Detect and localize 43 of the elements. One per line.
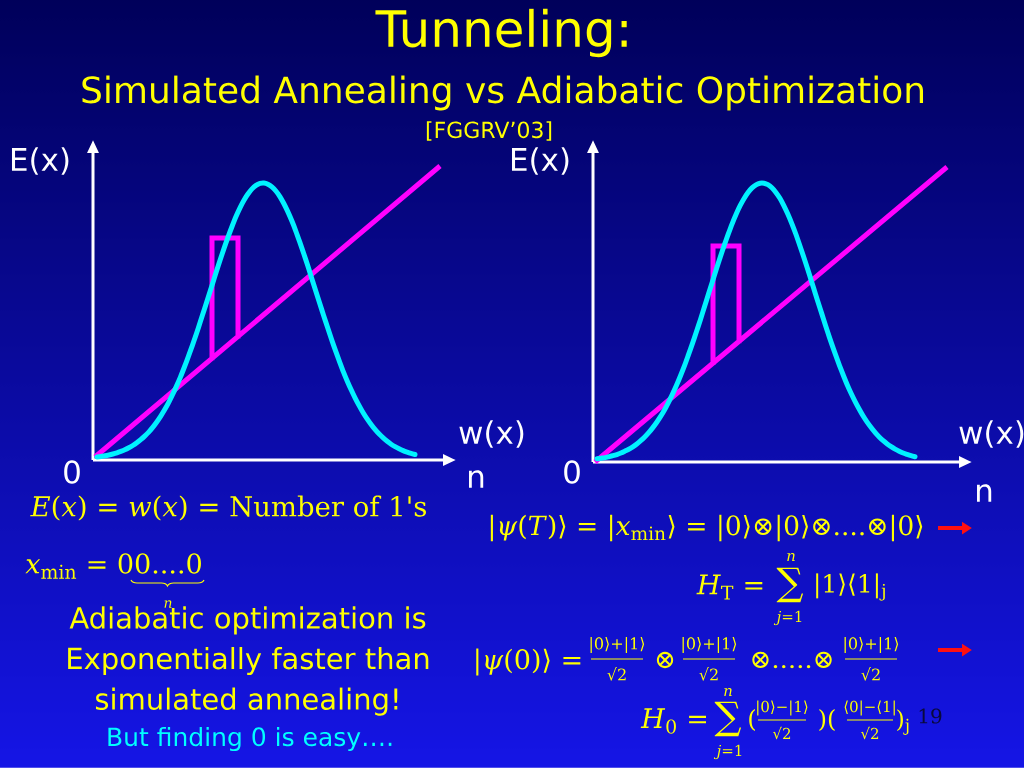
brace-label: n <box>164 600 172 608</box>
equation: H$_{0}$ = <box>640 708 706 734</box>
fraction-denominator: √2 <box>699 667 718 681</box>
fraction-denominator: √2 <box>607 667 626 681</box>
axis-label: n <box>977 484 992 502</box>
citation: [FGGRV’03] <box>426 121 552 141</box>
axis-label: E(x) <box>512 147 569 175</box>
fraction-numerator: |0⟩+|1⟩ <box>590 637 645 653</box>
fraction-numerator: |0⟩+|1⟩ <box>682 637 737 653</box>
equation: |1⟩⟨1|$_{j}$ <box>816 573 885 601</box>
equation: H$_{T}$ = <box>696 574 763 600</box>
operator-sign: ⊗ <box>656 651 674 669</box>
subtitle: Simulated Annealing vs Adiabatic Optimization <box>82 75 923 111</box>
fraction-denominator: √2 <box>772 726 791 740</box>
equation: |ψ(0)⟩ = <box>476 648 581 676</box>
title: Tunneling: <box>375 8 627 58</box>
fraction-denominator: √2 <box>861 667 880 681</box>
equation: x$_{min}$ = 00....0 <box>25 553 201 579</box>
note: But finding 0 is easy…. <box>108 726 392 752</box>
parenthesis: )( <box>819 709 835 731</box>
summation-limit: j=1 <box>713 744 742 760</box>
axis-label: E(x) <box>12 147 69 175</box>
origin-label: 0 <box>564 460 580 484</box>
summation-limit: j=1 <box>773 610 802 626</box>
summation-limit: n <box>724 688 732 696</box>
fraction-numerator: ⟨0|−⟨1| <box>844 700 895 716</box>
equation: |ψ(T)⟩ = |x$_{min}$⟩ = |0⟩⊗|0⟩⊗....⊗|0⟩ <box>490 514 923 542</box>
axis-label: n <box>469 470 484 488</box>
summation-sign: ∑ <box>776 567 804 603</box>
summation-limit: n <box>787 553 795 561</box>
operator-sign: ⊗.....⊗ <box>752 651 832 669</box>
equation: E(x) = w(x) = Number of 1's <box>30 495 426 521</box>
origin-label: 0 <box>64 460 80 484</box>
parenthesis: ( <box>749 709 755 731</box>
slide-number: 19 <box>919 708 942 724</box>
parenthesis: )$_{j}$ <box>897 709 909 735</box>
axis-label: w(x) <box>959 420 1024 448</box>
fraction-denominator: √2 <box>860 726 879 740</box>
fraction-numerator: |0⟩+|1⟩ <box>844 637 899 653</box>
summation-sign: ∑ <box>714 701 742 737</box>
statement: Adiabatic optimization is Exponentially faster than simulated annealing! <box>68 606 429 716</box>
axis-label: w(x) <box>459 420 524 448</box>
fraction-numerator: |0⟩−|1⟩ <box>757 700 808 716</box>
